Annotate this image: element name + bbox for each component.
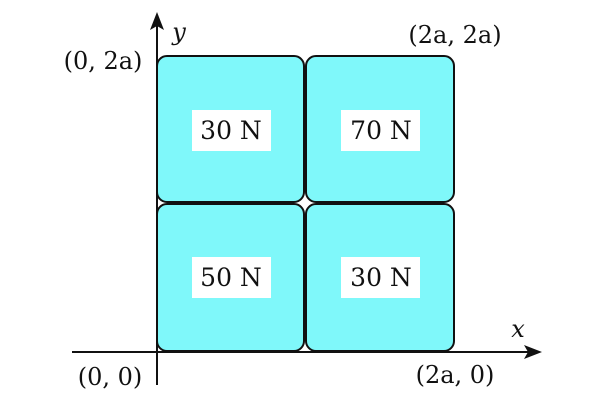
force-label-top-right: 70 N <box>350 116 412 145</box>
label-box-bottom-left <box>192 257 271 298</box>
y-axis-arrow-icon <box>150 12 164 30</box>
coordinate-top-left: (0, 2a) <box>64 47 143 75</box>
label-box-top-right <box>341 110 420 151</box>
x-axis-label: x <box>511 315 525 343</box>
force-label-bottom-left: 50 N <box>200 263 262 292</box>
force-label-top-left: 30 N <box>200 116 262 145</box>
coordinate-top-right: (2a, 2a) <box>408 21 501 49</box>
x-axis-arrow-icon <box>524 345 542 359</box>
coordinate-bottom-right: (2a, 0) <box>416 361 495 389</box>
y-axis-label: y <box>171 18 186 46</box>
label-box-bottom-right <box>341 257 420 298</box>
label-box-top-left <box>192 110 271 151</box>
coordinate-origin: (0, 0) <box>78 363 143 391</box>
force-label-bottom-right: 30 N <box>350 263 412 292</box>
